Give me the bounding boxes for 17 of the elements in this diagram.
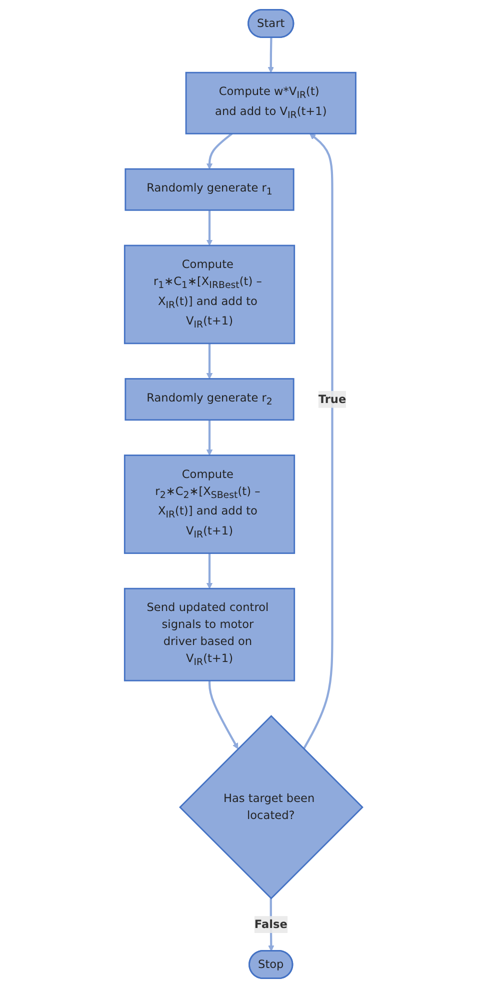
node-box: Compute r$_{1}$∗C$_{1}$∗[X$_{IRBest}$(t) – X$_{IR}$(t)] and add to V$_{IR}$(t+1) <box>124 244 296 344</box>
arrow <box>206 343 214 380</box>
arrow <box>268 38 274 73</box>
node-box: Send updated control signals to motor driver based on V$_{IR}$(t+1) <box>124 588 296 682</box>
arrow <box>303 133 334 750</box>
arrow <box>206 132 234 170</box>
edge-label: True <box>318 392 347 406</box>
node-box: Randomly generate r$_{2}$ <box>125 378 295 421</box>
arrow <box>208 680 239 750</box>
node-box: Compute w*V$_{IR}$(t) and add to V$_{IR}$(t+1) <box>186 72 357 134</box>
node-diamond: Has target been located? <box>179 714 364 900</box>
node-box: Randomly generate r$_{1}$ <box>125 168 295 211</box>
arrow <box>206 553 214 589</box>
node-box: Compute r$_{2}$∗C$_{2}$∗[X$_{SBest}$(t) – X$_{IR}$(t)] and add to V$_{IR}$(t+1) <box>124 454 296 554</box>
arrow <box>206 420 214 456</box>
arrow <box>206 210 214 246</box>
edge-label: False <box>254 918 288 931</box>
